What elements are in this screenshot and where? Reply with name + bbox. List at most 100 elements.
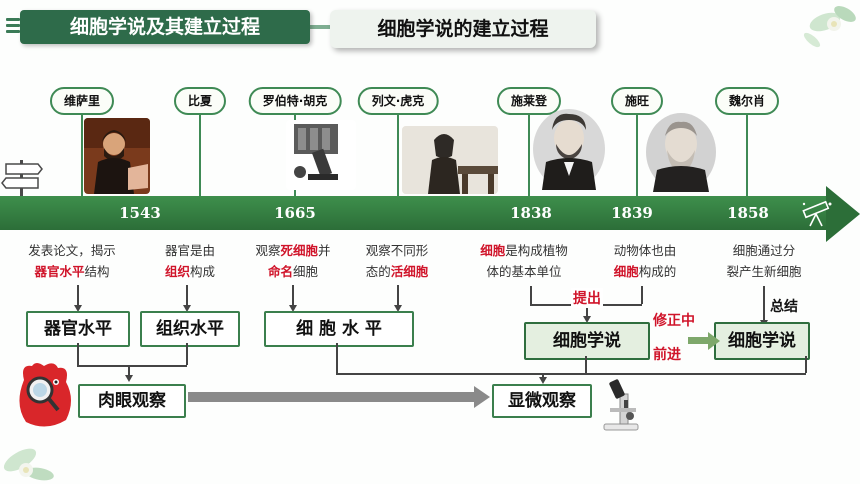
desc-schwann: 动物体也由 细胞构成的 bbox=[614, 240, 677, 282]
connector-line bbox=[397, 285, 399, 307]
desc-text: 观察 bbox=[255, 243, 281, 258]
portrait-schleiden bbox=[533, 109, 605, 190]
portrait-leeuwenhoek bbox=[402, 126, 498, 194]
scientist-hooke: 罗伯特·胡克 bbox=[248, 87, 342, 115]
year-1838: 1838 bbox=[510, 204, 552, 222]
stem-leeuwenhoek bbox=[397, 110, 399, 196]
desc-hooke-line2: 命名细胞 bbox=[255, 261, 330, 282]
signpost-icon bbox=[1, 160, 43, 196]
connector-line bbox=[586, 304, 588, 318]
year-1665: 1665 bbox=[274, 204, 316, 222]
arrowhead bbox=[74, 305, 82, 312]
telescope-icon bbox=[802, 200, 832, 227]
cell-theory-box-final: 细胞学说 bbox=[714, 322, 810, 360]
scientist-leeuwenhoek: 列文·虎克 bbox=[357, 87, 439, 115]
year-1839: 1839 bbox=[611, 204, 653, 222]
corner-flower-decoration bbox=[803, 6, 856, 48]
revise-arrow bbox=[688, 337, 708, 344]
desc-bichat-line2: 组织构成 bbox=[165, 261, 215, 282]
propose-label: 提出 bbox=[571, 288, 603, 308]
desc-leeuwenhoek-line2: 态的活细胞 bbox=[366, 261, 429, 282]
desc-schwann-line2: 细胞构成的 bbox=[614, 261, 677, 282]
cell-theory-box-proposed: 细胞学说 bbox=[524, 322, 650, 360]
summary-label: 总结 bbox=[770, 299, 798, 315]
desc-virchow: 细胞通过分 裂产生新细胞 bbox=[726, 240, 801, 282]
progress-arrow-head bbox=[474, 386, 490, 408]
connector-line bbox=[292, 285, 294, 307]
connector-line bbox=[542, 373, 544, 379]
portrait-hooke-microscope bbox=[286, 120, 356, 190]
revise-label-line1: 修正中 bbox=[653, 313, 695, 329]
desc-schleiden: 细胞是构成植物 体的基本单位 bbox=[480, 240, 568, 282]
header-menu-icon bbox=[6, 18, 20, 36]
desc-hooke-line1: 观察死细胞并 bbox=[255, 240, 330, 261]
desc-text: 细胞 bbox=[292, 264, 319, 279]
naked-eye-observation-box: 肉眼观察 bbox=[78, 384, 186, 418]
desc-schleiden-line1: 细胞是构成植物 bbox=[480, 240, 568, 261]
cartoon-magnifier-character bbox=[19, 363, 71, 427]
scientist-virchow: 魏尔肖 bbox=[714, 87, 780, 115]
desc-bichat: 器官是由 组织构成 bbox=[165, 240, 215, 282]
timeline-arrow-head bbox=[826, 186, 860, 242]
stem-virchow bbox=[746, 110, 748, 196]
desc-highlight: 命名 bbox=[267, 264, 293, 279]
arrowhead bbox=[583, 316, 591, 323]
desc-text: 是构成植物 bbox=[505, 243, 568, 258]
desc-highlight: 死细胞 bbox=[280, 243, 319, 258]
desc-text: 态的 bbox=[365, 264, 391, 279]
desc-highlight: 器官水平 bbox=[34, 264, 85, 279]
desc-schwann-line1: 动物体也由 bbox=[613, 243, 677, 258]
progress-arrow bbox=[188, 392, 474, 402]
connector-line bbox=[641, 286, 643, 304]
connector-line bbox=[530, 286, 532, 304]
stem-bichat bbox=[199, 110, 201, 196]
connector-line bbox=[128, 365, 130, 377]
desc-text: 构成的 bbox=[638, 264, 677, 279]
corner-leaf-decoration bbox=[3, 448, 54, 481]
portrait-schwann bbox=[646, 113, 716, 192]
desc-highlight: 活细胞 bbox=[390, 264, 429, 279]
desc-highlight: 细胞 bbox=[480, 243, 506, 258]
arrowhead bbox=[394, 305, 402, 312]
stem-vesalius bbox=[81, 110, 83, 196]
scientist-vesalius: 维萨里 bbox=[49, 87, 115, 115]
header-connector bbox=[296, 25, 340, 29]
desc-highlight: 组织 bbox=[164, 264, 190, 279]
slide-subtitle: 细胞学说的建立过程 bbox=[330, 10, 596, 48]
revise-arrow-head bbox=[708, 332, 720, 350]
desc-text: 结构 bbox=[84, 264, 110, 279]
desc-leeuwenhoek-line1: 观察不同形 bbox=[365, 243, 429, 258]
desc-leeuwenhoek: 观察不同形 态的活细胞 bbox=[366, 240, 429, 282]
connector-line bbox=[186, 285, 188, 307]
connector-line bbox=[77, 365, 187, 367]
desc-vesalius-line2: 器官水平结构 bbox=[28, 261, 116, 282]
desc-virchow-line2: 裂产生新细胞 bbox=[726, 264, 802, 279]
scientist-schleiden: 施莱登 bbox=[496, 87, 562, 115]
stem-schwann bbox=[636, 110, 638, 196]
connector-line bbox=[585, 356, 587, 373]
connector-line bbox=[805, 356, 807, 373]
desc-hooke: 观察死细胞并 命名细胞 bbox=[255, 240, 330, 282]
desc-highlight: 细胞 bbox=[613, 264, 639, 279]
year-1543: 1543 bbox=[119, 204, 161, 222]
desc-vesalius-line1: 发表论文，揭示 bbox=[28, 243, 116, 258]
connector-line bbox=[77, 343, 79, 365]
desc-vesalius: 发表论文，揭示 器官水平结构 bbox=[28, 240, 116, 282]
connector-line bbox=[336, 373, 806, 375]
connector-line bbox=[186, 343, 188, 365]
desc-schleiden-line2: 体的基本单位 bbox=[486, 264, 562, 279]
revise-label-line2: 前进 bbox=[653, 347, 681, 363]
arrowhead bbox=[125, 375, 133, 382]
section-title: 细胞学说及其建立过程 bbox=[20, 10, 310, 44]
arrowhead bbox=[539, 377, 547, 384]
scientist-bichat: 比夏 bbox=[173, 87, 227, 115]
microscope-icon bbox=[603, 379, 639, 431]
arrowhead bbox=[183, 305, 191, 312]
portrait-vesalius bbox=[84, 118, 150, 194]
arrowhead bbox=[289, 305, 297, 312]
desc-text: 并 bbox=[318, 243, 331, 258]
organ-level-box: 器官水平 bbox=[26, 311, 130, 347]
tissue-level-box: 组织水平 bbox=[140, 311, 240, 347]
timeline-arrow bbox=[0, 196, 830, 230]
microscope-observation-box: 显微观察 bbox=[492, 384, 592, 418]
